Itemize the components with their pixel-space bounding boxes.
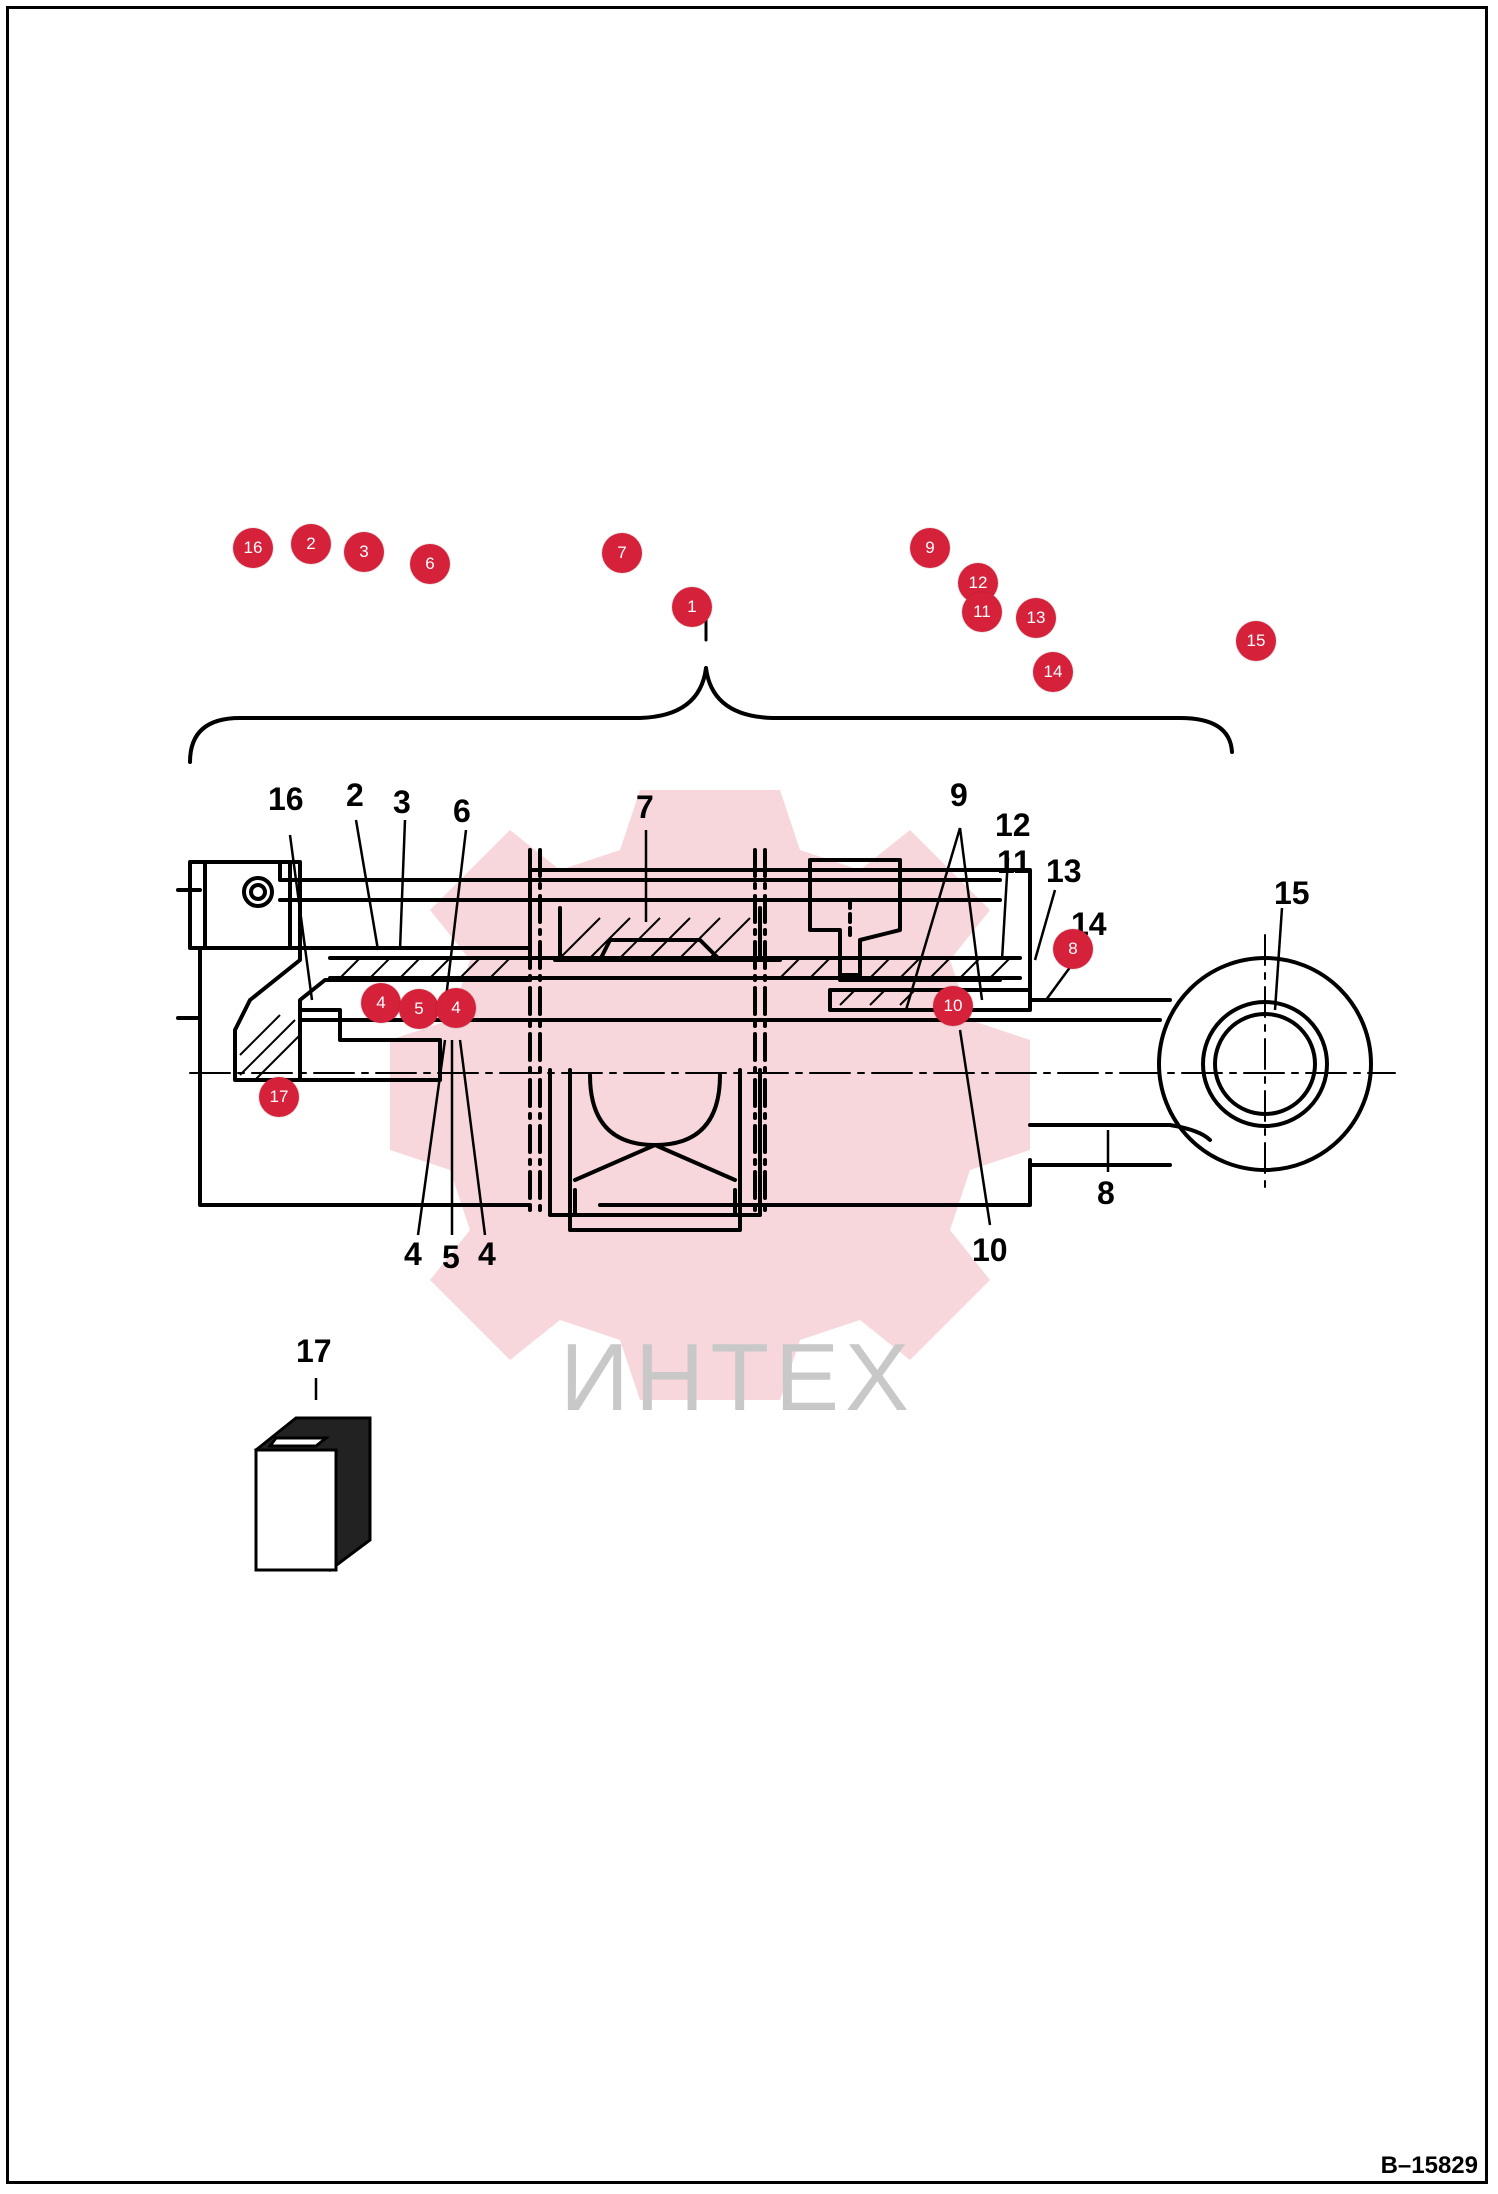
callout-11: 11: [997, 844, 1031, 880]
callout-12: 12: [995, 807, 1031, 843]
cylinder-tube: [198, 868, 1172, 1207]
hotspot-14[interactable]: 14: [1033, 652, 1073, 692]
hotspot-2[interactable]: 2: [291, 524, 331, 564]
callout-10: 10: [972, 1232, 1008, 1268]
watermark-logo: [390, 790, 1030, 1400]
hotspot-9[interactable]: 9: [910, 528, 950, 568]
hotspot-15[interactable]: 15: [1236, 621, 1276, 661]
drawing-reference: B–15829: [1380, 2152, 1478, 2179]
hotspot-8[interactable]: 8: [1053, 929, 1093, 969]
callout-6: 6: [453, 793, 471, 829]
callout-15: 15: [1274, 875, 1310, 911]
callout-2: 2: [346, 777, 364, 813]
hotspot-17[interactable]: 17: [259, 1077, 299, 1117]
hotspot-11[interactable]: 11: [962, 592, 1002, 632]
drawing-frame: [6, 6, 1488, 2184]
hotspot-4[interactable]: 4: [361, 983, 401, 1023]
callout-9: 9: [950, 777, 968, 813]
seal-kit-box: [254, 1416, 372, 1573]
watermark-text: ИНТЕХ: [560, 1324, 915, 1431]
callout-4-right: 4: [478, 1236, 496, 1272]
callout-3: 3: [393, 784, 411, 820]
hotspot-6[interactable]: 6: [410, 544, 450, 584]
hotspot-4[interactable]: 4: [436, 988, 476, 1028]
hotspot-3[interactable]: 3: [344, 532, 384, 572]
assembly-brace: [188, 666, 1234, 764]
callout-16: 16: [268, 781, 304, 817]
callout-7: 7: [636, 789, 654, 825]
callout-4-left: 4: [404, 1236, 422, 1272]
hotspot-16[interactable]: 16: [233, 528, 273, 568]
hotspot-1[interactable]: 1: [672, 587, 712, 627]
hotspot-10[interactable]: 10: [933, 986, 973, 1026]
callout-8: 8: [1097, 1175, 1115, 1211]
callout-5: 5: [442, 1239, 460, 1275]
hotspot-13[interactable]: 13: [1016, 598, 1056, 638]
hotspot-7[interactable]: 7: [602, 533, 642, 573]
hotspot-5[interactable]: 5: [399, 989, 439, 1029]
callout-13: 13: [1046, 853, 1082, 889]
callout-17: 17: [296, 1333, 332, 1369]
